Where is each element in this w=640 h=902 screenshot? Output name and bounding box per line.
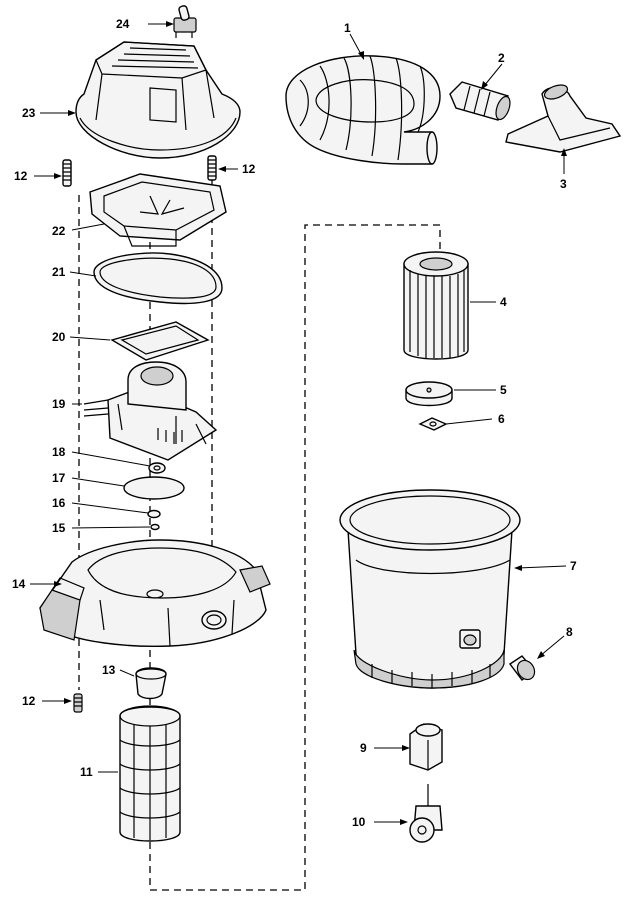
part-8-drain-cap <box>508 655 536 682</box>
part-12-spring-left <box>62 159 72 187</box>
label-part-21: 21 <box>52 265 66 279</box>
part-6-nut <box>418 417 448 431</box>
label-part-12-lower: 12 <box>22 694 36 708</box>
label-part-20: 20 <box>52 330 66 344</box>
label-part-6: 6 <box>498 412 505 426</box>
guide-line-loop <box>150 224 441 891</box>
filter-pleats <box>409 270 465 358</box>
part-12-screw-lower <box>73 693 83 713</box>
part-12-spring-right <box>207 155 217 181</box>
label-part-14: 14 <box>12 577 26 591</box>
label-part-16: 16 <box>52 496 66 510</box>
motor-power-cord <box>83 399 109 417</box>
part-1-hose <box>285 55 441 165</box>
label-part-18: 18 <box>52 445 66 459</box>
part-3-floor-nozzle <box>505 84 622 153</box>
part-5-filter-retainer <box>405 381 453 407</box>
part-11-float-cage <box>119 705 181 842</box>
label-part-23: 23 <box>22 106 36 120</box>
label-part-8: 8 <box>566 625 573 639</box>
part-21-gasket <box>93 252 223 305</box>
label-part-9: 9 <box>360 741 367 755</box>
part-20-square-gasket <box>110 321 210 361</box>
part-10-caster <box>409 784 443 843</box>
label-part-5: 5 <box>500 383 507 397</box>
label-part-11: 11 <box>80 765 93 779</box>
label-part-3: 3 <box>560 177 567 191</box>
leader-lines <box>30 21 567 825</box>
label-part-1: 1 <box>344 21 351 35</box>
part-24-switch <box>173 5 197 38</box>
label-part-15: 15 <box>52 521 66 535</box>
part-23-motor-cover <box>75 41 241 159</box>
part-9-caster-mount <box>409 723 443 771</box>
cover-grille-lines <box>111 47 199 69</box>
part-15-screw <box>150 523 160 531</box>
part-7-tank <box>339 489 521 689</box>
part-19-motor <box>83 361 218 461</box>
label-part-19: 19 <box>52 397 66 411</box>
label-part-13: 13 <box>102 663 116 677</box>
hose-corrugation <box>299 55 425 161</box>
part-17-disc <box>123 476 185 500</box>
part-2-coupler <box>449 81 511 121</box>
label-part-2: 2 <box>498 51 505 65</box>
label-part-4: 4 <box>500 295 507 309</box>
label-part-24: 24 <box>116 17 130 31</box>
part-16-washer <box>147 509 161 519</box>
label-part-12-upper-left: 12 <box>14 169 28 183</box>
label-part-10: 10 <box>352 815 366 829</box>
part-4-cartridge-filter <box>403 251 469 360</box>
part-14-powerhead-housing <box>39 539 271 648</box>
part-22-lid-plate <box>89 173 227 247</box>
label-part-7: 7 <box>570 559 577 573</box>
label-part-22: 22 <box>52 224 66 238</box>
label-part-17: 17 <box>52 471 66 485</box>
label-part-12-upper-right: 12 <box>242 162 256 176</box>
part-13-float-cap <box>135 667 167 700</box>
part-18-nut <box>148 462 166 474</box>
